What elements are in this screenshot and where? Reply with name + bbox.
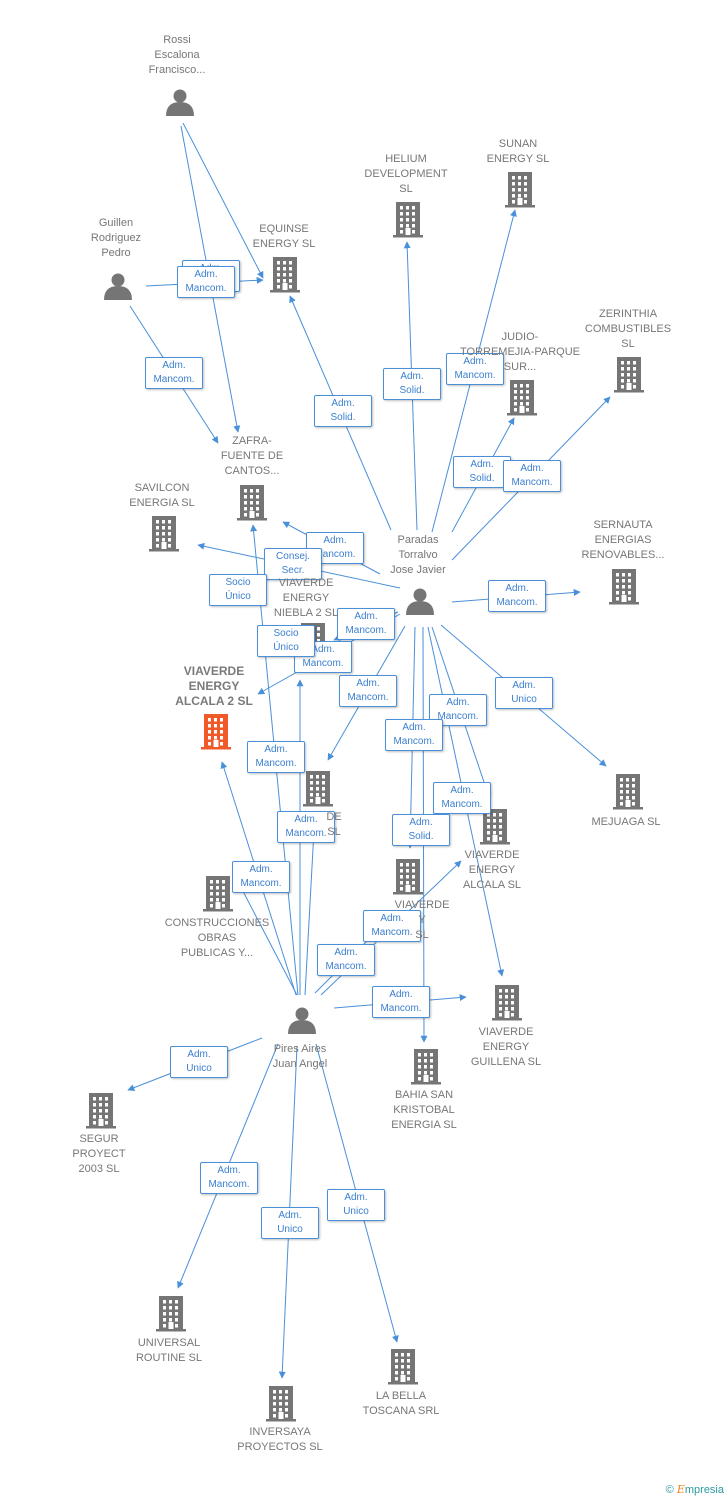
edge-label-paradas-helium[interactable]: Adm. Solid. xyxy=(383,368,441,400)
focus-company-building-icon[interactable] xyxy=(201,714,231,750)
empresia-footer[interactable]: © Empresia xyxy=(666,1483,724,1496)
company-building-icon[interactable] xyxy=(609,569,639,605)
edge-label-pires-segur[interactable]: Adm. Unico xyxy=(170,1046,228,1078)
edge-label-paradas-savilcon[interactable]: Consej. Secr. xyxy=(264,548,322,580)
edge-label-paradas-sunan[interactable]: Adm. Mancom. xyxy=(446,353,504,385)
company-building-icon[interactable] xyxy=(507,380,537,416)
node-label-equinse[interactable]: EQUINSE ENERGY SL xyxy=(252,223,316,250)
edge-label-paradas-niebla[interactable]: Adm. Mancom. xyxy=(337,608,395,640)
copyright-symbol: © xyxy=(665,1484,674,1496)
edge-label-paradas-viaverde_y[interactable]: Adm. Mancom. xyxy=(385,719,443,751)
company-building-icon[interactable] xyxy=(303,771,333,807)
edge-label-pires-niebla[interactable]: Socio Único xyxy=(257,625,315,657)
node-label-viaverde_alcala[interactable]: VIAVERDE ENERGY ALCALA SL xyxy=(462,849,522,891)
edge-label-paradas-viaverde_de[interactable]: Adm. Mancom. xyxy=(339,675,397,707)
node-label-niebla[interactable]: VIAVERDE ENERGY NIEBLA 2 SL xyxy=(273,577,339,619)
company-building-icon[interactable] xyxy=(411,1049,441,1085)
node-label-savilcon[interactable]: SAVILCON ENERGIA SL xyxy=(129,482,195,509)
node-label-construcciones[interactable]: CONSTRUCCIONES OBRAS PUBLICAS Y... xyxy=(164,917,270,959)
company-building-icon[interactable] xyxy=(388,1349,418,1385)
company-building-icon[interactable] xyxy=(613,774,643,810)
node-label-segur[interactable]: SEGUR PROYECT 2003 SL xyxy=(72,1133,126,1175)
node-label-sernauta[interactable]: SERNAUTA ENERGIAS RENOVABLES... xyxy=(581,519,665,561)
edge-label-guillen-zafra[interactable]: Adm. Mancom. xyxy=(145,357,203,389)
company-building-icon[interactable] xyxy=(149,516,179,552)
company-building-icon[interactable] xyxy=(266,1386,296,1422)
company-building-icon[interactable] xyxy=(156,1296,186,1332)
node-label-universal[interactable]: UNIVERSAL ROUTINE SL xyxy=(135,1337,202,1364)
node-label-viaverde_y[interactable]: VIAVERDE Y SL xyxy=(394,899,450,941)
node-label-viaverde_de[interactable]: DE SL xyxy=(326,811,342,838)
edge-label-pires-inversaya[interactable]: Adm. Unico xyxy=(261,1207,319,1239)
node-label-paradas[interactable]: Paradas Torralvo Jose Javier xyxy=(390,534,446,576)
node-label-judio[interactable]: JUDIO- TORREMEJIA-PARQUE SUR... xyxy=(460,331,580,373)
company-building-icon[interactable] xyxy=(492,985,522,1021)
company-building-icon[interactable] xyxy=(614,357,644,393)
node-label-inversaya[interactable]: INVERSAYA PROYECTOS SL xyxy=(237,1426,323,1453)
edge-label-paradas-sernauta[interactable]: Adm. Mancom. xyxy=(488,580,546,612)
node-label-helium[interactable]: HELIUM DEVELOPMENT SL xyxy=(364,153,448,195)
node-label-pires[interactable]: Pires Aires Juan Angel xyxy=(272,1043,328,1070)
edge-label-pires-alcala2[interactable]: Adm. Mancom. xyxy=(247,741,305,773)
node-label-alcala2[interactable]: VIAVERDE ENERGY ALCALA 2 SL xyxy=(175,664,253,708)
edge-label-paradas-zerinthia[interactable]: Adm. Mancom. xyxy=(503,460,561,492)
company-building-icon[interactable] xyxy=(393,859,423,895)
edge-label-paradas-mejuaga[interactable]: Adm. Unico xyxy=(495,677,553,709)
edge-label-pires-viaverde_de[interactable]: Adm. Mancom. xyxy=(277,811,335,843)
edge-label-paradas-equinse[interactable]: Adm. Solid. xyxy=(314,395,372,427)
node-label-mejuaga[interactable]: MEJUAGA SL xyxy=(591,816,661,828)
person-icon[interactable] xyxy=(406,588,434,616)
node-label-guillen[interactable]: Guillen Rodriguez Pedro xyxy=(90,217,142,259)
node-label-sunan[interactable]: SUNAN ENERGY SL xyxy=(486,138,550,165)
empresia-logo-initial: E xyxy=(676,1483,685,1496)
company-building-icon[interactable] xyxy=(203,876,233,912)
person-icon[interactable] xyxy=(288,1007,316,1035)
node-label-rossi[interactable]: Rossi Escalona Francisco... xyxy=(148,34,206,76)
empresia-logo-text: mpresia xyxy=(684,1484,724,1496)
company-building-icon[interactable] xyxy=(480,809,510,845)
company-building-icon[interactable] xyxy=(270,257,300,293)
edge-label-pires-construcciones[interactable]: Adm. Mancom. xyxy=(232,861,290,893)
person-icon[interactable] xyxy=(104,273,132,301)
edge-label-pires-guillena[interactable]: Adm. Mancom. xyxy=(372,986,430,1018)
edge-rossi-equinse xyxy=(182,122,264,279)
node-label-guillena[interactable]: VIAVERDE ENERGY GUILLENA SL xyxy=(470,1026,542,1068)
company-building-icon[interactable] xyxy=(393,202,423,238)
node-label-labella[interactable]: LA BELLA TOSCANA SRL xyxy=(362,1390,440,1417)
edge-label-paradas-guillena[interactable]: Adm. Mancom. xyxy=(433,782,491,814)
company-building-icon[interactable] xyxy=(86,1093,116,1129)
node-label-zafra[interactable]: ZAFRA- FUENTE DE CANTOS... xyxy=(220,435,284,477)
edge-label-pires-viaverde_y[interactable]: Adm. Mancom. xyxy=(317,944,375,976)
company-building-icon[interactable] xyxy=(237,485,267,521)
edge-label-pires-viaverde_alcala[interactable]: Adm. Mancom. xyxy=(363,910,421,942)
node-label-bahia[interactable]: BAHIA SAN KRISTOBAL ENERGIA SL xyxy=(391,1089,457,1131)
nodes-layer xyxy=(86,89,644,1422)
edge-label-pires-labella[interactable]: Adm. Unico xyxy=(327,1189,385,1221)
edge-label-pires-universal[interactable]: Adm. Mancom. xyxy=(200,1162,258,1194)
edge-label-guillen-equinse[interactable]: Adm. Mancom. xyxy=(177,266,235,298)
person-icon[interactable] xyxy=(166,89,194,117)
edge-label-paradas-bahia[interactable]: Adm. Solid. xyxy=(392,814,450,846)
edge-label-pires-zafra[interactable]: Socio Único xyxy=(209,574,267,606)
node-label-zerinthia[interactable]: ZERINTHIA COMBUSTIBLES SL xyxy=(584,308,672,350)
company-building-icon[interactable] xyxy=(505,172,535,208)
